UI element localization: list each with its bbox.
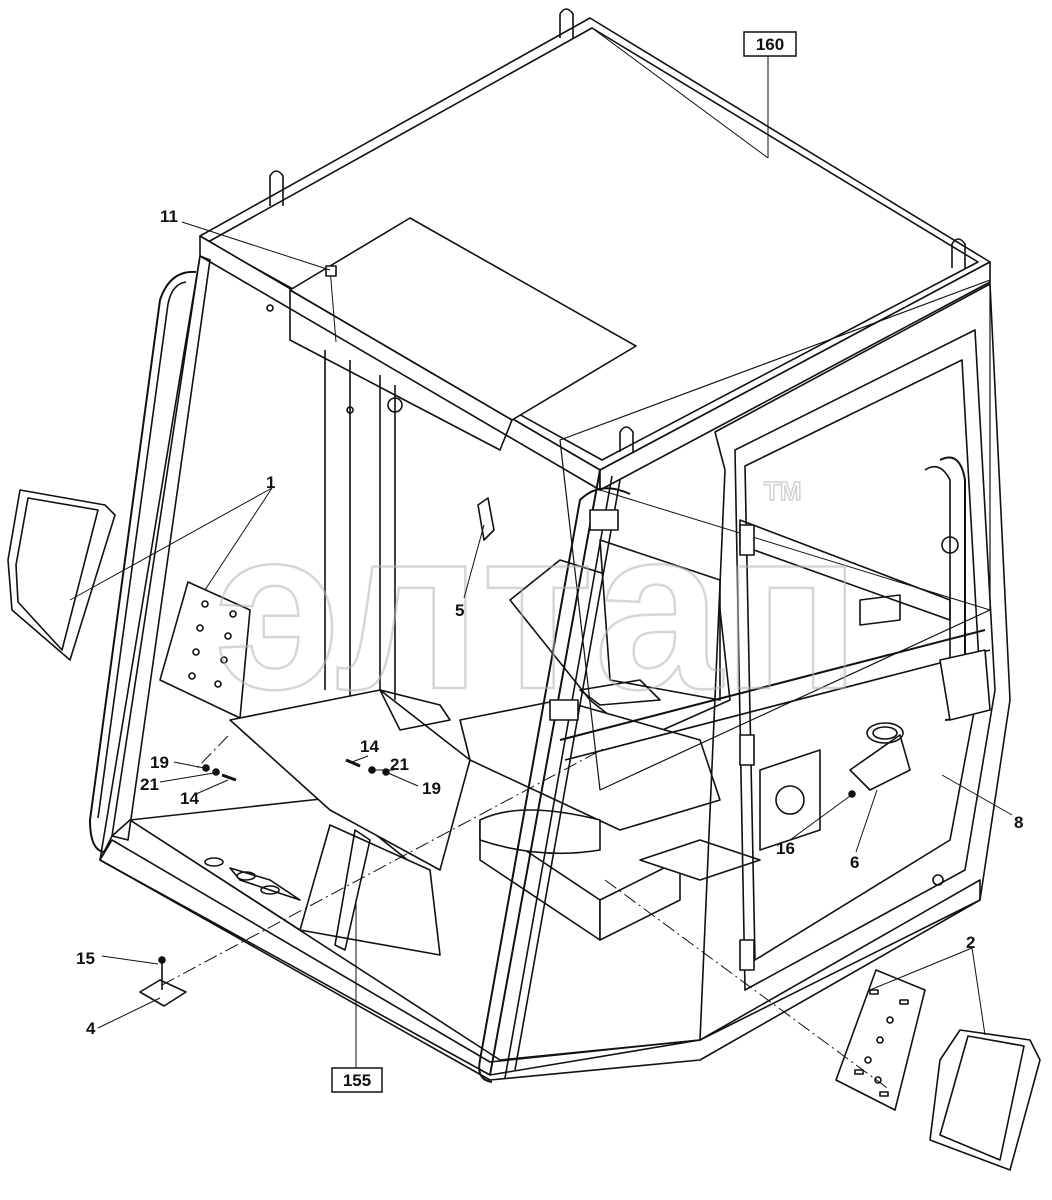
callout-15: 15 xyxy=(76,949,95,968)
part-nut-11 xyxy=(325,265,337,277)
callout-19a: 19 xyxy=(150,753,169,772)
cab-drawing xyxy=(7,8,1041,1171)
callout-14b: 14 xyxy=(360,737,379,756)
callout-14a: 14 xyxy=(180,789,199,808)
fastener-16 xyxy=(848,790,856,798)
part-bracket-5 xyxy=(477,497,495,541)
part-panel-left xyxy=(7,489,116,661)
callout-labels: 1 2 4 5 6 8 11 14 14 15 16 19 19 21 21 xyxy=(76,207,1023,1038)
callout-11: 11 xyxy=(160,207,178,226)
callout-8: 8 xyxy=(1014,813,1023,832)
boxed-label-160: 160 xyxy=(756,35,784,54)
lifting-eye xyxy=(269,8,966,452)
watermark-tm: TM xyxy=(764,476,802,506)
callout-4: 4 xyxy=(86,1019,96,1038)
callout-16: 16 xyxy=(776,839,795,858)
callout-21a: 21 xyxy=(140,775,159,794)
boxed-callout-155: 155 xyxy=(331,1067,383,1093)
cab-left-frame xyxy=(89,255,403,861)
cab-right-frame xyxy=(478,283,1011,1083)
part-washer-plate xyxy=(139,956,187,1007)
boxed-label-155: 155 xyxy=(343,1071,371,1090)
leader-lines xyxy=(69,56,1013,1070)
callout-21b: 21 xyxy=(390,755,409,774)
cab-roof xyxy=(199,17,991,491)
callout-5: 5 xyxy=(455,601,464,620)
assembly-centerlines xyxy=(161,735,891,1091)
callout-19b: 19 xyxy=(422,779,441,798)
boxed-callout-160: 160 xyxy=(743,31,797,57)
callout-6: 6 xyxy=(850,853,859,872)
callout-2: 2 xyxy=(966,933,975,952)
callout-1: 1 xyxy=(266,473,275,492)
watermark: элтап TM xyxy=(213,475,862,738)
dash-panel xyxy=(229,689,471,871)
part-panel-right xyxy=(929,1029,1041,1171)
fastener-set-right xyxy=(345,758,390,776)
part-plate-right xyxy=(835,969,926,1111)
part-plate-left xyxy=(159,581,251,719)
fastener-set-left xyxy=(202,764,237,782)
operator-seat xyxy=(459,539,761,881)
watermark-text: элтап xyxy=(214,480,861,737)
